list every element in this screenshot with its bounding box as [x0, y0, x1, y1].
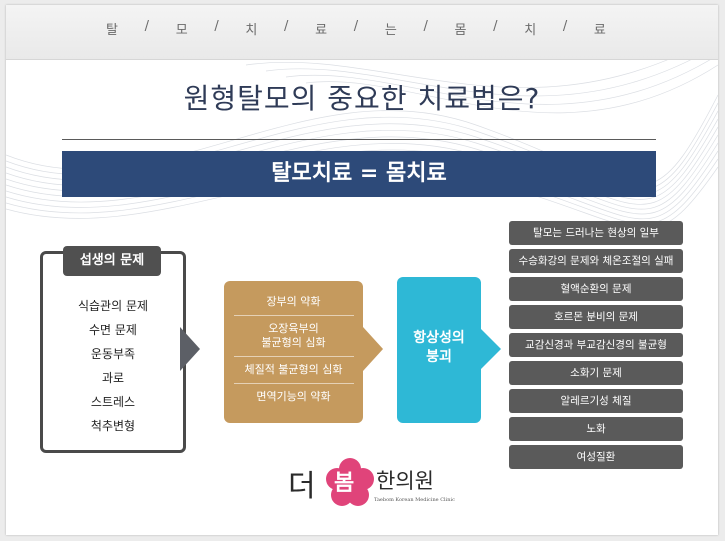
tagline-char: 탈 [106, 23, 118, 38]
homeostasis-box: 항상성의 붕괴 [397, 277, 481, 423]
clinic-logo: 더 봄 한의원 Taebom Korean Medicine Clinic [288, 455, 455, 515]
cause-list: 식습관의 문제 수면 문제 운동부족 과로 스트레스 척추변형 [43, 294, 183, 438]
homeostasis-line: 붕괴 [426, 349, 452, 365]
tagline-char: 는 [384, 23, 397, 38]
tagline-char: / [284, 19, 289, 34]
tagline-char: 료 [315, 23, 328, 38]
cause-heading: 섭생의 문제 [63, 246, 161, 276]
weakness-item: 면역기능의 약화 [256, 390, 331, 403]
tagline-char: 몸 [454, 23, 467, 38]
list-item: 운동부족 [90, 347, 136, 361]
symptom-item: 교감신경과 부교감신경의 불균형 [509, 333, 683, 357]
list-item: 스트레스 [90, 395, 136, 409]
weakness-box: 장부의 약화 오장육부의 불균형의 심화 체질적 불균형의 심화 면역기능의 약… [224, 281, 363, 423]
symptom-item: 소화기 문제 [509, 361, 683, 385]
list-item: 수면 문제 [89, 323, 137, 337]
page-title: 원형탈모의 중요한 치료법은? [183, 82, 541, 115]
symptom-item: 혈액순환의 문제 [509, 277, 683, 301]
tagline-char: / [562, 19, 568, 34]
list-item: 식습관의 문제 [77, 299, 149, 313]
logo-suffix: 한의원 [376, 469, 434, 493]
weakness-item: 장부의 약화 [266, 295, 321, 308]
weakness-item: 오장육부의 불균형의 심화 [261, 322, 326, 349]
divider [233, 383, 354, 384]
divider [233, 315, 354, 316]
tagline-char: / [353, 19, 359, 34]
tagline-char: / [214, 19, 219, 34]
arrow-right-icon [363, 327, 383, 371]
title-divider [62, 139, 656, 140]
tagline-char: 모 [175, 23, 188, 38]
tagline: 탈 / 모 / 치 / 료 / 는 / 몸 / 치 / 료 [106, 19, 606, 38]
weakness-item: 체질적 불균형의 심화 [244, 363, 343, 376]
symptom-item: 여성질환 [509, 445, 683, 469]
symptom-item: 탈모는 드러나는 현상의 일부 [509, 221, 683, 245]
tagline-char: / [493, 19, 498, 34]
cause-box: 섭생의 문제 식습관의 문제 수면 문제 운동부족 과로 스트레스 척추변형 [40, 246, 186, 453]
slide: 탈 / 모 / 치 / 료 / 는 / 몸 / 치 / 료 원형탈모의 중요한 … [6, 5, 718, 535]
tagline-char: 료 [593, 23, 606, 38]
symptom-item: 수승화강의 문제와 체온조절의 실패 [509, 249, 683, 273]
logo-prefix: 더 [288, 469, 316, 504]
logo-flower-text: 봄 [334, 470, 355, 496]
arrow-right-icon [180, 327, 200, 371]
tagline-char: / [423, 19, 428, 34]
main-banner: 탈모치료 = 몸치료 [62, 151, 656, 197]
list-item: 과로 [101, 371, 125, 385]
flower-icon [326, 458, 374, 506]
logo-subtitle: Taebom Korean Medicine Clinic [374, 497, 455, 503]
list-item: 척추변형 [90, 419, 136, 433]
tagline-char: 치 [524, 23, 537, 38]
symptom-item: 알레르기성 체질 [509, 389, 683, 413]
tagline-char: / [144, 19, 150, 34]
symptom-item: 노화 [509, 417, 683, 441]
divider [233, 356, 354, 357]
header-bar: 탈 / 모 / 치 / 료 / 는 / 몸 / 치 / 료 [6, 5, 718, 60]
symptom-item: 호르몬 분비의 문제 [509, 305, 683, 329]
arrow-right-icon [481, 329, 501, 369]
symptom-list: 탈모는 드러나는 현상의 일부 수승화강의 문제와 체온조절의 실패 혈액순환의… [509, 221, 683, 473]
tagline-char: 치 [245, 23, 258, 38]
homeostasis-line: 항상성의 [413, 330, 465, 346]
